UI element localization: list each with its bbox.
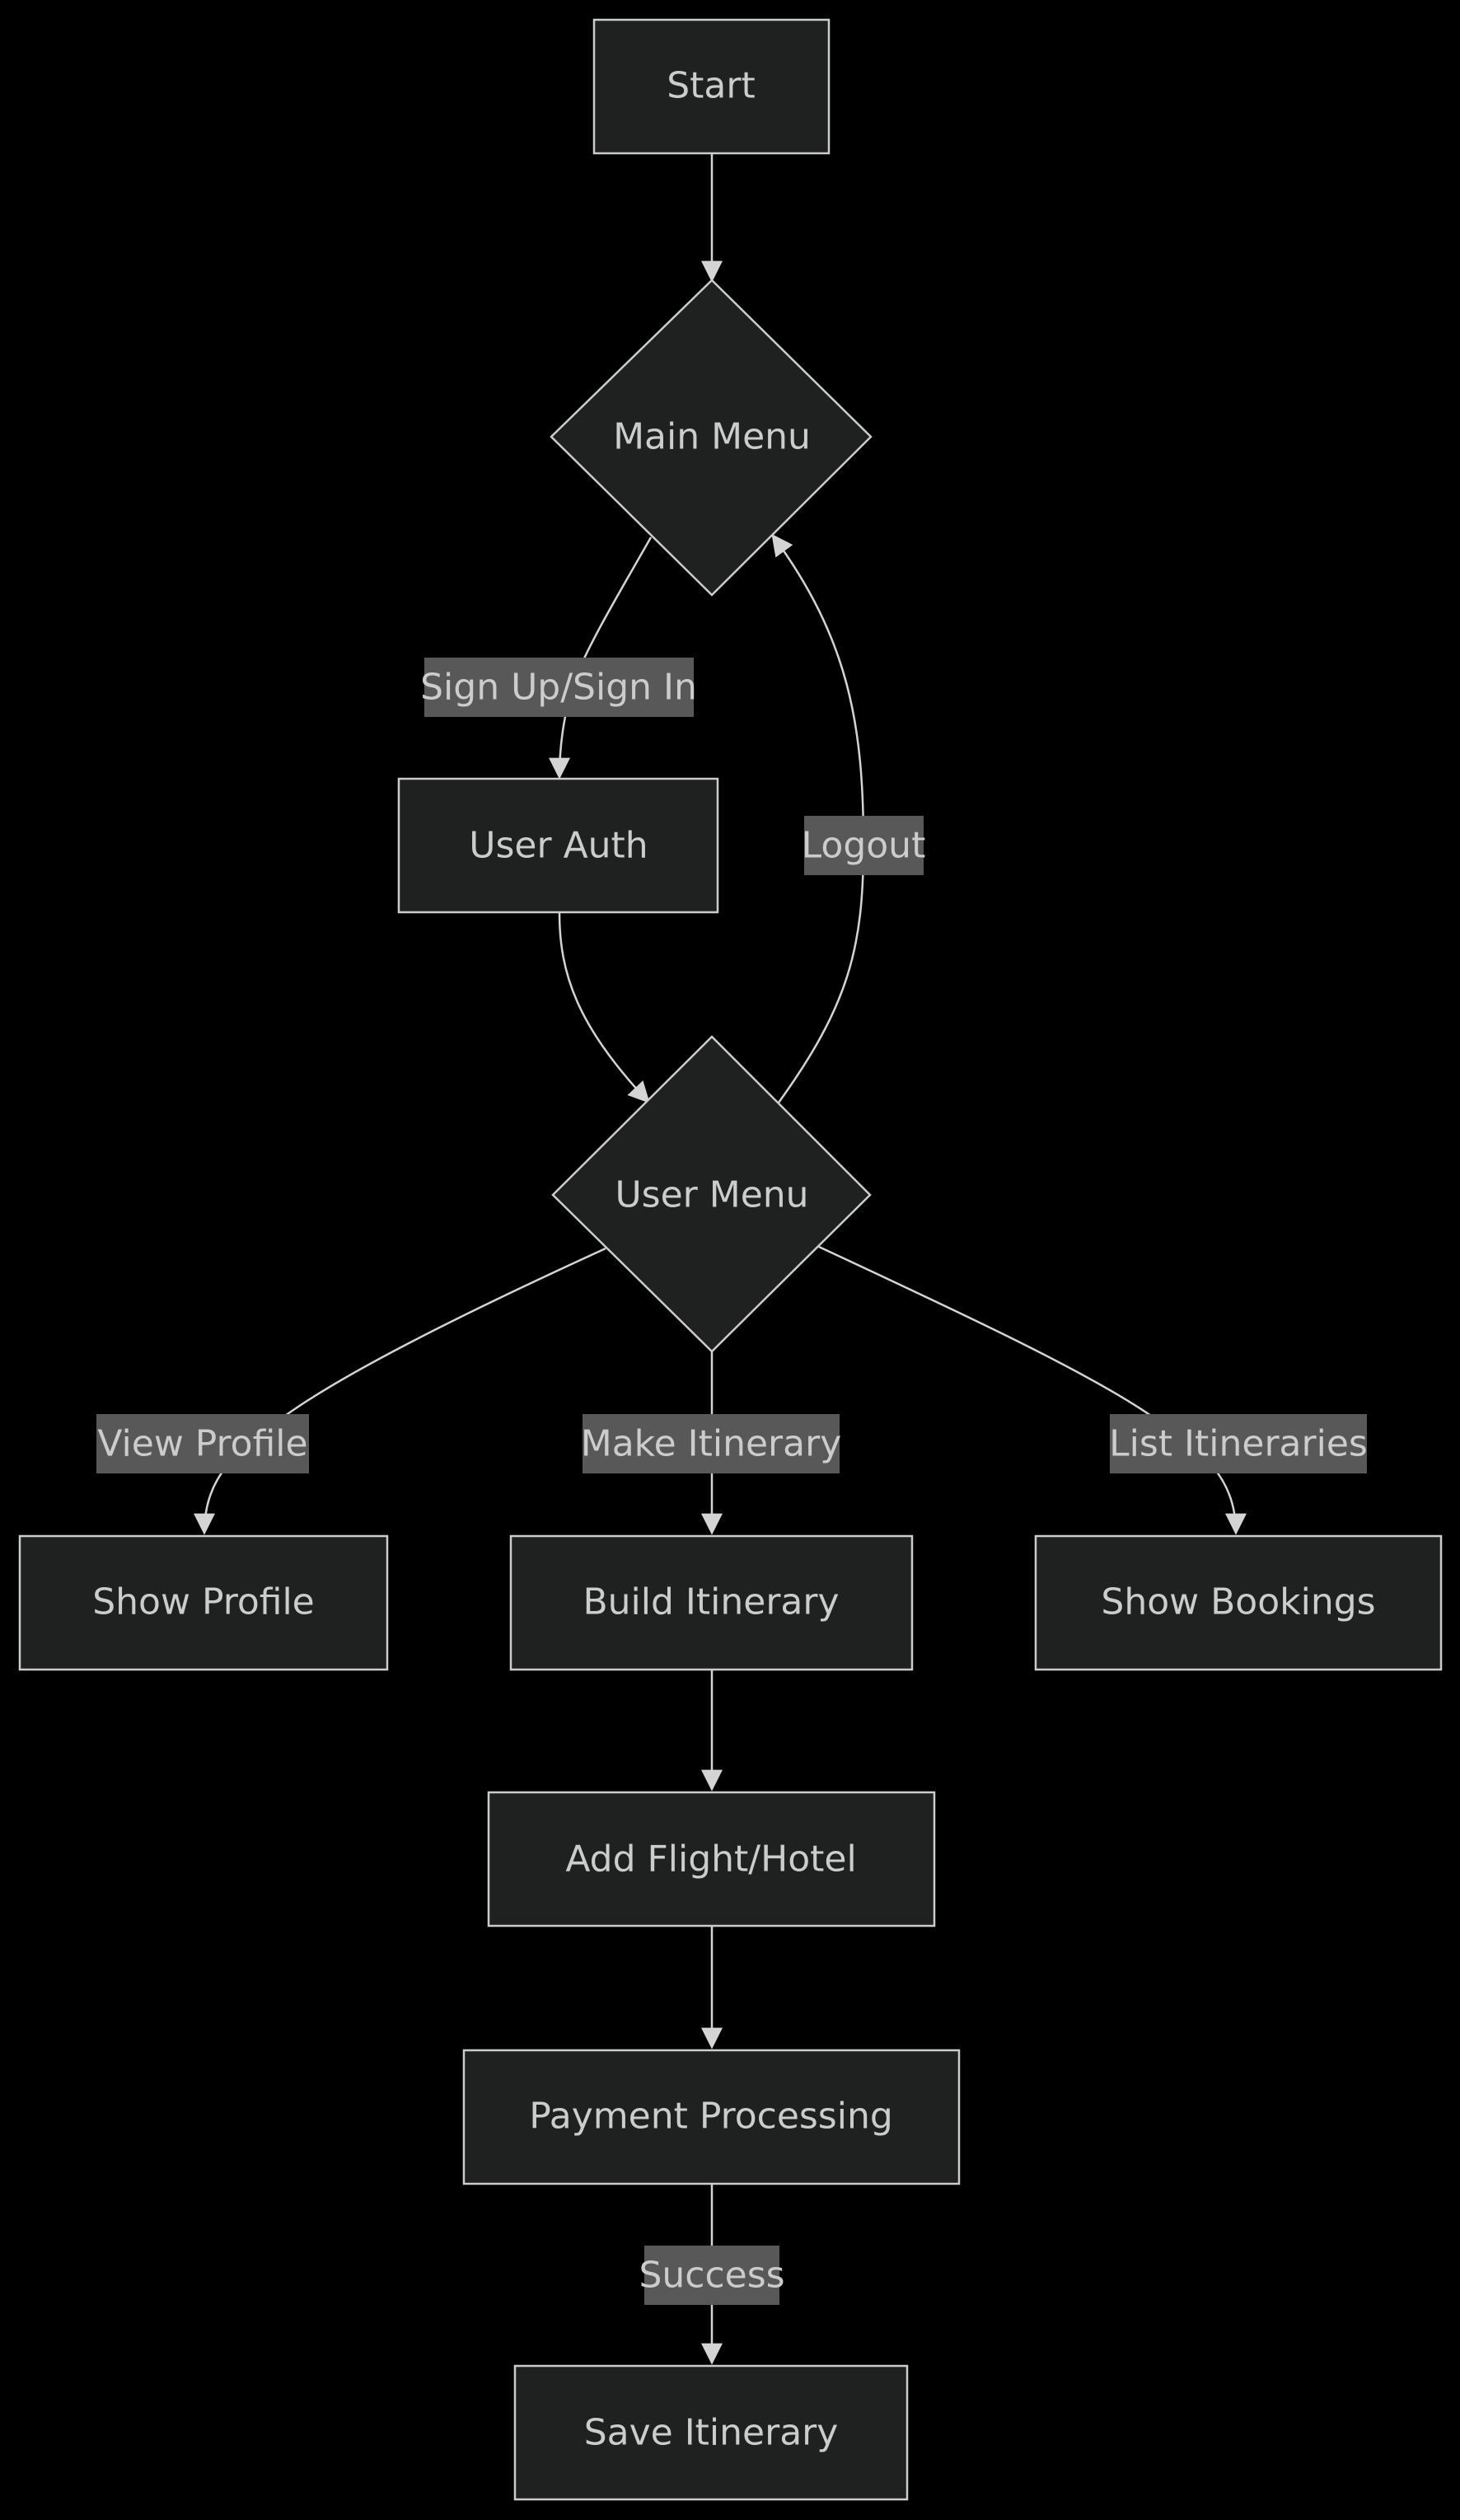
node-add-flight-hotel-label: Add Flight/Hotel [565,1838,856,1881]
edge-label-view-profile: View Profile [96,1414,309,1473]
node-payment-processing: Payment Processing [462,2049,961,2185]
node-add-flight-hotel: Add Flight/Hotel [487,1791,936,1927]
edge-label-logout: Logout [802,816,926,875]
node-start-label: Start [667,65,756,107]
node-show-bookings: Show Bookings [1034,1534,1443,1671]
node-show-bookings-label: Show Bookings [1101,1581,1375,1623]
node-build-itinerary: Build Itinerary [509,1534,914,1671]
edge-label-signup-signin: Sign Up/Sign In [420,658,697,717]
edge-label-logout-text: Logout [802,825,926,867]
edge-label-make-itinerary-text: Make Itinerary [581,1423,842,1465]
node-show-profile-label: Show Profile [92,1581,315,1623]
node-start: Start [592,18,831,155]
node-payment-processing-label: Payment Processing [529,2096,893,2138]
edge-label-make-itinerary: Make Itinerary [581,1414,842,1473]
node-user-menu: User Menu [551,1035,872,1353]
edge-user-menu-to-show-bookings [818,1245,1247,1535]
edge-user-auth-to-user-menu [558,912,650,1103]
edge-user-menu-to-show-profile [194,1247,606,1535]
edge-label-view-profile-text: View Profile [97,1423,307,1465]
node-save-itinerary: Save Itinerary [513,2364,909,2501]
node-main-menu: Main Menu [550,279,873,597]
node-user-auth: User Auth [397,777,719,914]
edge-label-signup-signin-text: Sign Up/Sign In [420,667,697,709]
node-user-auth-label: User Auth [469,825,648,867]
edge-label-list-itineraries-text: List Itineraries [1109,1423,1368,1465]
edge-label-success-text: Success [639,2255,784,2297]
node-user-menu-label: User Menu [615,1174,808,1216]
node-show-profile: Show Profile [18,1534,389,1671]
node-save-itinerary-label: Save Itinerary [584,2412,839,2454]
edge-label-success: Success [639,2246,785,2305]
edge-label-list-itineraries: List Itineraries [1109,1414,1368,1473]
edge-main-menu-to-user-auth [549,536,653,780]
node-main-menu-label: Main Menu [613,416,811,458]
node-build-itinerary-label: Build Itinerary [583,1581,839,1623]
